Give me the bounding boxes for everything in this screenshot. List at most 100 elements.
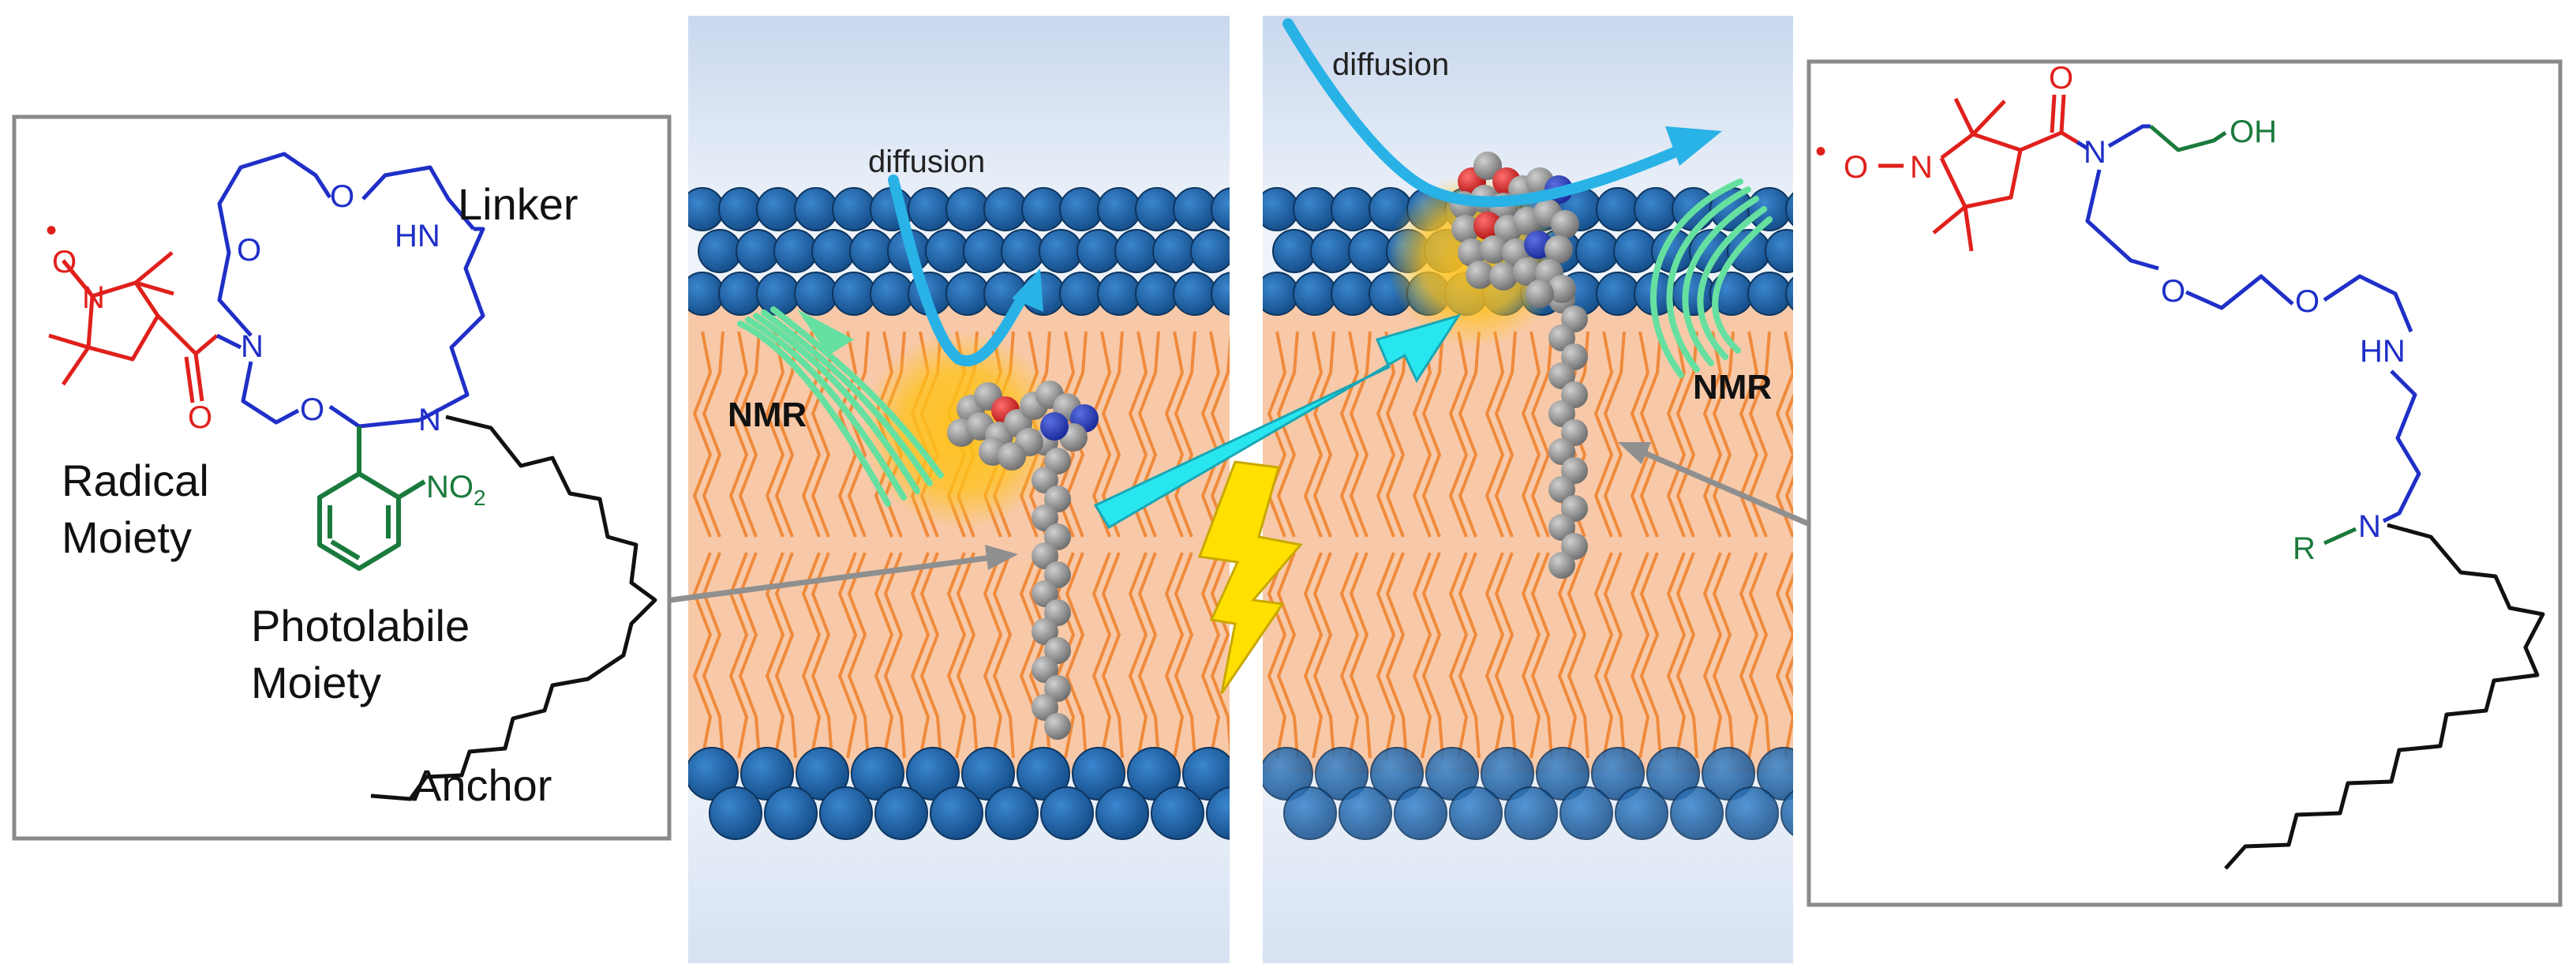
lipid-tail bbox=[728, 331, 749, 538]
lipid-tail bbox=[1530, 331, 1553, 538]
lipid-tail bbox=[956, 552, 979, 759]
lipid-tail bbox=[728, 552, 749, 759]
probe-atom bbox=[1458, 238, 1486, 267]
lipid-headgroup bbox=[1097, 272, 1141, 316]
lipid-tail bbox=[1065, 552, 1088, 759]
lipid-tail bbox=[1376, 331, 1396, 538]
lipid-headgroup bbox=[1283, 786, 1337, 840]
lipid-headgroup bbox=[1449, 786, 1503, 840]
probe-atom bbox=[1044, 637, 1071, 664]
lipid-headgroup bbox=[851, 747, 904, 801]
probe-atom bbox=[1561, 381, 1588, 408]
lipid-tail bbox=[1530, 552, 1553, 759]
probe-atom bbox=[1548, 324, 1575, 351]
lipid-headgroup bbox=[1634, 187, 1678, 231]
lipid-headgroup bbox=[1765, 229, 1793, 273]
photo-release-transfer-arrow bbox=[1093, 313, 1462, 530]
right-linker bbox=[2076, 124, 2421, 523]
lipid-tail bbox=[1775, 552, 1793, 759]
lipid-headgroup bbox=[1780, 790, 1793, 836]
probe-atom bbox=[1561, 343, 1588, 370]
lipid-tail bbox=[1210, 331, 1230, 538]
lipid-headgroup bbox=[925, 229, 969, 273]
lipid-headgroup bbox=[1127, 747, 1181, 801]
left-ether-oxygen-upper: O bbox=[237, 233, 261, 268]
label-radical-line1: Radical bbox=[62, 456, 209, 505]
lipid-tail bbox=[1412, 331, 1432, 538]
lipid-headgroup bbox=[764, 786, 818, 840]
lipid-tail bbox=[1666, 331, 1687, 538]
lipid-tail bbox=[1448, 552, 1469, 759]
probe-atom bbox=[1032, 580, 1058, 607]
lipid-tail bbox=[1458, 552, 1481, 759]
probe-atom bbox=[1044, 523, 1071, 550]
lipid-headgroup bbox=[698, 229, 742, 273]
lipid-headgroup bbox=[1039, 229, 1083, 273]
lipid-tail bbox=[919, 552, 942, 759]
left-anchor-chain bbox=[370, 414, 657, 801]
lipid-headgroup bbox=[1591, 747, 1645, 801]
probe-atom bbox=[1044, 448, 1071, 474]
lipid-tail bbox=[1339, 331, 1360, 538]
probe-atom bbox=[1548, 275, 1576, 303]
lipid-headgroup bbox=[832, 272, 876, 316]
lipid-tail bbox=[1349, 331, 1372, 538]
lipid-headgroup bbox=[718, 272, 762, 316]
left-ring-nitrogen: N bbox=[82, 280, 105, 315]
label-linker: Linker bbox=[458, 179, 578, 229]
lipid-tail bbox=[1276, 331, 1299, 538]
right-radical-dot: • bbox=[1815, 134, 1826, 169]
lipid-tail bbox=[874, 552, 894, 759]
lipid-headgroup bbox=[1190, 229, 1230, 273]
lipid-tail bbox=[811, 552, 833, 759]
lipid-tail bbox=[1312, 552, 1335, 759]
lipid-headgroup bbox=[983, 187, 1028, 231]
label-diffusion-right: diffusion bbox=[1332, 47, 1449, 82]
lipid-headgroup bbox=[870, 272, 914, 316]
probe-atom bbox=[1032, 656, 1058, 683]
left-radical-oxygen: O bbox=[52, 245, 77, 279]
lipid-tail bbox=[1421, 552, 1444, 759]
label-radical-line2: Moiety bbox=[62, 512, 192, 562]
lipid-headgroup bbox=[1152, 229, 1196, 273]
right-ether-oxygen-1: O bbox=[2161, 274, 2185, 309]
lipid-tail bbox=[1164, 331, 1185, 538]
lipid-tail bbox=[1494, 331, 1517, 538]
lipid-tail bbox=[1784, 572, 1793, 697]
probe-atom bbox=[1040, 412, 1069, 441]
lipid-headgroup bbox=[930, 786, 983, 840]
lipid-tail bbox=[692, 331, 713, 538]
right-r-group: R bbox=[2293, 531, 2316, 566]
lipid-headgroup bbox=[1059, 187, 1103, 231]
left-structure-panel: • O N O N O O HN O N Linker NO2 bbox=[12, 114, 672, 841]
lipid-tail bbox=[1485, 552, 1505, 759]
lipid-tail bbox=[1448, 331, 1469, 538]
lipid-headgroup bbox=[796, 747, 849, 801]
lipid-headgroup bbox=[1646, 747, 1700, 801]
left-ether-oxygen-lower: O bbox=[300, 392, 324, 427]
left-nmr-wave-icon bbox=[737, 306, 944, 507]
lipid-tail bbox=[738, 552, 761, 759]
right-probe-molecule bbox=[1450, 152, 1588, 579]
lipid-headgroup bbox=[961, 747, 1015, 801]
lipid-headgroup bbox=[1072, 747, 1125, 801]
probe-atom bbox=[1032, 467, 1058, 493]
lipid-tail bbox=[1676, 552, 1698, 759]
lipid-tail bbox=[1485, 331, 1505, 538]
lipid-tail bbox=[883, 552, 906, 759]
left-radical-moiety bbox=[48, 251, 219, 403]
right-r-bond bbox=[2323, 527, 2357, 546]
probe-atom bbox=[1044, 713, 1071, 740]
lipid-headgroup bbox=[1173, 187, 1217, 231]
lipid-tail bbox=[1200, 552, 1221, 759]
probe-atom bbox=[1561, 419, 1588, 446]
label-photolabile-line2: Moiety bbox=[251, 658, 381, 707]
lipid-headgroup bbox=[849, 229, 893, 273]
lipid-tail bbox=[847, 331, 870, 538]
lipid-tail bbox=[946, 552, 967, 759]
probe-atom bbox=[1032, 694, 1058, 721]
right-anchor-chain bbox=[2224, 523, 2545, 870]
lipid-tail bbox=[1557, 552, 1578, 759]
probe-atom bbox=[1044, 599, 1071, 626]
